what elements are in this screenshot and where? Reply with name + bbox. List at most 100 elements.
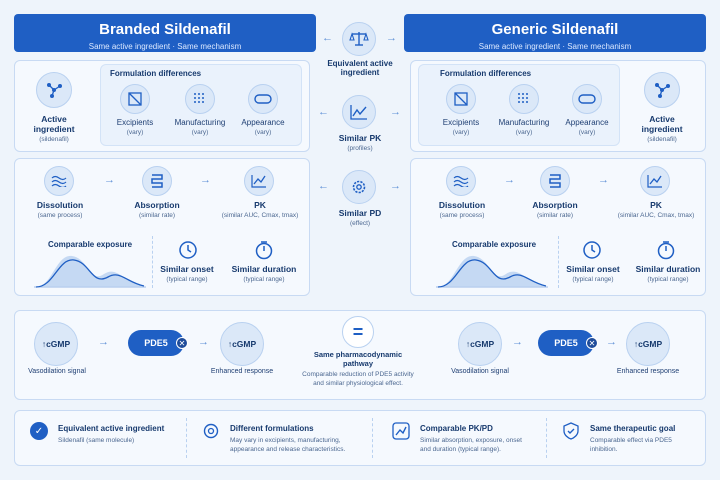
- arrow-right-icon: →: [386, 32, 397, 44]
- absorption-sub: (similar rate): [138, 212, 176, 219]
- generic-title: Generic Sildenafil: [491, 21, 619, 38]
- divider: [186, 418, 187, 458]
- similar-pd-sub: (effect): [349, 220, 371, 227]
- absorption-label: Absorption: [532, 200, 578, 210]
- generic-duration: Similar duration (typical range): [632, 264, 704, 283]
- pde5-node: PDE5: [538, 330, 594, 356]
- appearance-sub: (vary): [578, 129, 596, 136]
- pathway-title: Same pharmacodynamic pathway: [313, 350, 403, 368]
- branded-header: Branded Sildenafil Same active ingredien…: [14, 14, 316, 52]
- inhibit-x-icon: ✕: [586, 337, 598, 349]
- gear-icon: [202, 422, 220, 440]
- dissolution-icon: [44, 166, 74, 196]
- equals-icon: =: [342, 316, 374, 348]
- divider: [558, 236, 559, 288]
- branded-subtitle: Same active ingredient · Same mechanism: [88, 42, 242, 51]
- manufacturing-sub: (vary): [191, 129, 209, 136]
- generic-appearance: Appearance (vary): [559, 118, 615, 136]
- generic-subtitle: Same active ingredient · Same mechanism: [478, 42, 632, 51]
- dissolution-sub: (same process): [37, 212, 83, 219]
- footer-title-2: Different formulations: [230, 424, 314, 433]
- arrow-right-icon: →: [200, 174, 211, 186]
- pathway-text: Comparable reduction of PDE5 activity an…: [302, 371, 414, 387]
- pk-sub: (similar AUC, Cmax, tmax): [617, 212, 695, 219]
- generic-header: Generic Sildenafil Same active ingredien…: [404, 14, 706, 52]
- excipients-icon: [446, 84, 476, 114]
- arrow-right-icon: →: [504, 174, 515, 186]
- branded-absorption: Absorption(similar rate): [122, 200, 192, 219]
- arrow-left-icon: ←: [322, 32, 333, 44]
- onset-sub: (typical range): [572, 276, 614, 283]
- pk-sub: (similar AUC, Cmax, tmax): [221, 212, 299, 219]
- inhibit-x-icon: ✕: [176, 337, 188, 349]
- similar-pk-sub: (profiles): [347, 145, 373, 152]
- similar-pk-label: Similar PK (profiles): [322, 133, 398, 152]
- generic-exposure-curve: [436, 255, 548, 288]
- duration-label: Similar duration: [231, 264, 297, 274]
- generic-formulation-title: Formulation differences: [440, 69, 532, 78]
- branded-formulation-title: Formulation differences: [110, 69, 202, 78]
- footer-text-1: Sildenafil (same molecule): [58, 437, 135, 444]
- arrow-left-icon: ←: [318, 106, 329, 118]
- timer-icon: [254, 240, 274, 260]
- cgmp-node: ↑cGMP: [34, 322, 78, 366]
- branded-appearance: Appearance (vary): [235, 118, 291, 136]
- capsule-icon: [248, 84, 278, 114]
- arrow-left-icon: ←: [318, 180, 329, 192]
- arrow-right-icon: →: [98, 336, 109, 348]
- dissolution-label: Dissolution: [438, 200, 486, 210]
- manufacturing-label: Manufacturing: [174, 118, 226, 127]
- branded-exposure-curve: [34, 255, 146, 288]
- generic-exposure-title: Comparable exposure: [452, 240, 537, 249]
- vasodilation-label: Vasodilation signal: [451, 368, 509, 375]
- appearance-label: Appearance: [565, 118, 609, 127]
- intestine-icon: [142, 166, 172, 196]
- pk-chart-icon: [640, 166, 670, 196]
- similar-pd-title: Similar PD: [338, 208, 382, 218]
- generic-pk: PK(similar AUC, Cmax, tmax): [604, 200, 708, 219]
- branded-duration: Similar duration(typical range): [228, 264, 300, 283]
- branded-active-label: Active ingredient (sildenafil): [22, 114, 86, 143]
- branded-pk: PK(similar AUC, Cmax, tmax): [208, 200, 312, 219]
- footer-text-2: May vary in excipients, manufacturing, a…: [230, 437, 346, 453]
- generic-absorption: Absorption(similar rate): [520, 200, 590, 219]
- vasodilation-label: Vasodilation signal: [28, 368, 86, 375]
- duration-sub: (typical range): [647, 276, 689, 283]
- duration-label: Similar duration: [635, 264, 701, 274]
- branded-active-title: Active ingredient: [33, 114, 75, 134]
- pk-chart-icon: [342, 95, 376, 129]
- excipients-sub: (vary): [452, 129, 470, 136]
- excipients-icon: [120, 84, 150, 114]
- cgmp-label: ↑cGMP: [41, 339, 71, 349]
- equivalent-label: Equivalent active ingredient: [327, 59, 393, 77]
- appearance-label: Appearance: [241, 118, 285, 127]
- generic-onset: Similar onset(typical range): [562, 264, 624, 283]
- clock-icon: [178, 240, 198, 260]
- cgmp-label: ↑cGMP: [633, 339, 663, 349]
- pk-chart-icon: [244, 166, 274, 196]
- footer-panel: [14, 410, 706, 466]
- pde5-node: PDE5: [128, 330, 184, 356]
- cgmp-node: ↑cGMP: [458, 322, 502, 366]
- appearance-sub: (vary): [254, 129, 272, 136]
- divider: [152, 236, 153, 288]
- scale-icon: [342, 22, 376, 56]
- arrow-right-icon: →: [512, 336, 523, 348]
- molecule-icon: [644, 72, 680, 108]
- dissolution-sub: (same process): [439, 212, 485, 219]
- footer-text-3: Similar absorption, exposure, onset and …: [420, 437, 522, 453]
- gear-icon: [342, 170, 376, 204]
- clock-icon: [582, 240, 602, 260]
- pathway-panel: [14, 310, 706, 400]
- cgmp-label: ↑cGMP: [227, 339, 257, 349]
- manufacturing-icon: [509, 84, 539, 114]
- footer-text-4: Comparable effect via PDE5 inhibition.: [590, 437, 672, 453]
- excipients-label: Excipients: [116, 118, 154, 127]
- arrow-right-icon: →: [390, 106, 401, 118]
- enhanced-label: Enhanced response: [616, 368, 680, 375]
- generic-manufacturing: Manufacturing(vary): [492, 118, 556, 136]
- onset-sub: (typical range): [166, 276, 208, 283]
- cgmp-label: ↑cGMP: [465, 339, 495, 349]
- similar-pk-title: Similar PK: [338, 133, 382, 143]
- onset-label: Similar onset: [160, 264, 214, 274]
